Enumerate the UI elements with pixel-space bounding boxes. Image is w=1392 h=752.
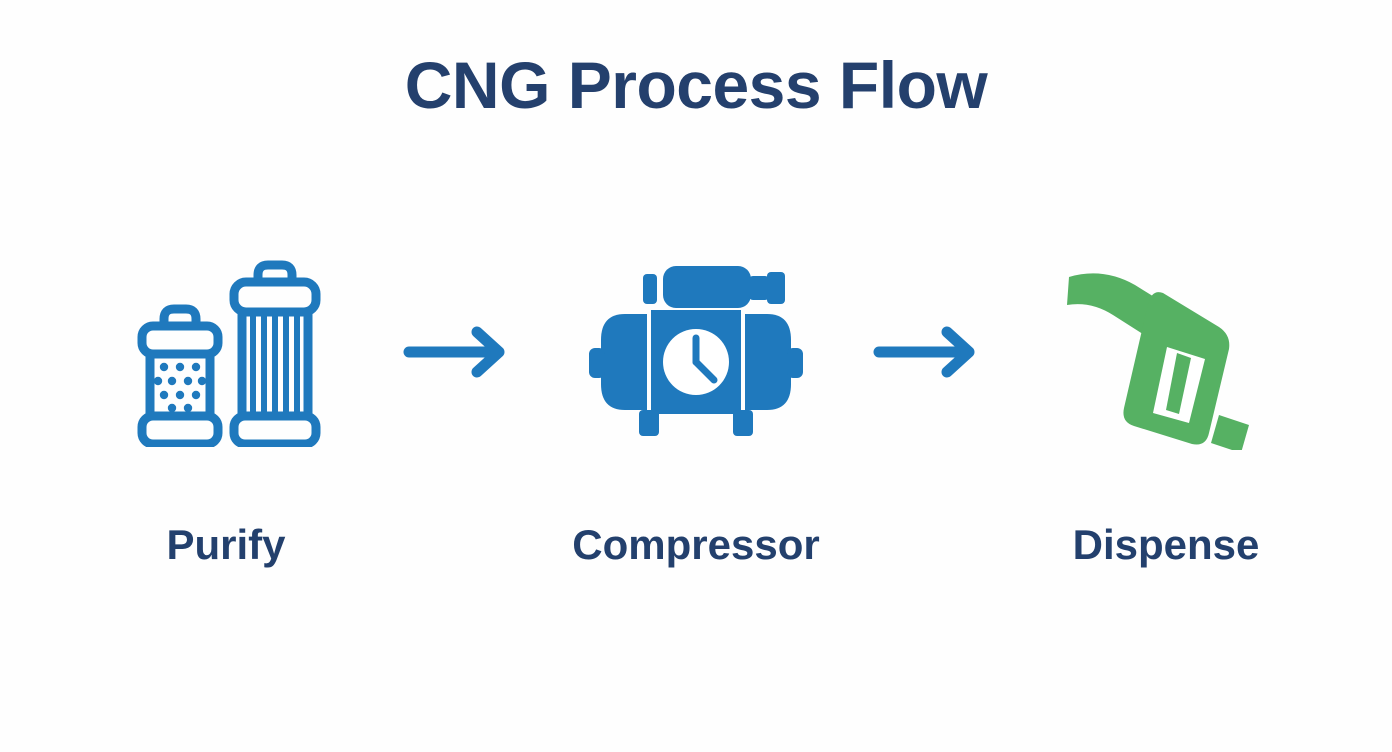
- step-label-purify: Purify: [166, 521, 286, 568]
- dispense-icon-wrapper: [1059, 252, 1274, 452]
- process-step-purify[interactable]: Purify: [76, 252, 376, 566]
- purify-icon-wrapper: [126, 252, 326, 452]
- process-step-dispense[interactable]: Dispense: [1016, 252, 1316, 566]
- purify-perforation-dots: [153, 362, 207, 413]
- fuel-nozzle-icon: [1066, 272, 1249, 450]
- connector-compressor-to-dispense: [846, 252, 1016, 452]
- process-flow-row: Purify: [0, 252, 1392, 582]
- step-label-dispense: Dispense: [1072, 521, 1260, 568]
- arrow-right-icon: [403, 326, 505, 378]
- arrow-right-icon: [873, 326, 975, 378]
- process-step-compressor[interactable]: Compressor: [546, 252, 846, 566]
- purify-pleat-lines: [250, 314, 300, 414]
- compressor-tank-icon: [589, 265, 803, 436]
- filter-cartridges-icon: [137, 260, 321, 447]
- compressor-icon-wrapper: [581, 252, 811, 452]
- step-label-compressor: Compressor: [572, 521, 820, 568]
- page-title: CNG Process Flow: [404, 48, 988, 122]
- connector-purify-to-compressor: [376, 252, 546, 452]
- compressor-gauge-hands: [692, 334, 718, 383]
